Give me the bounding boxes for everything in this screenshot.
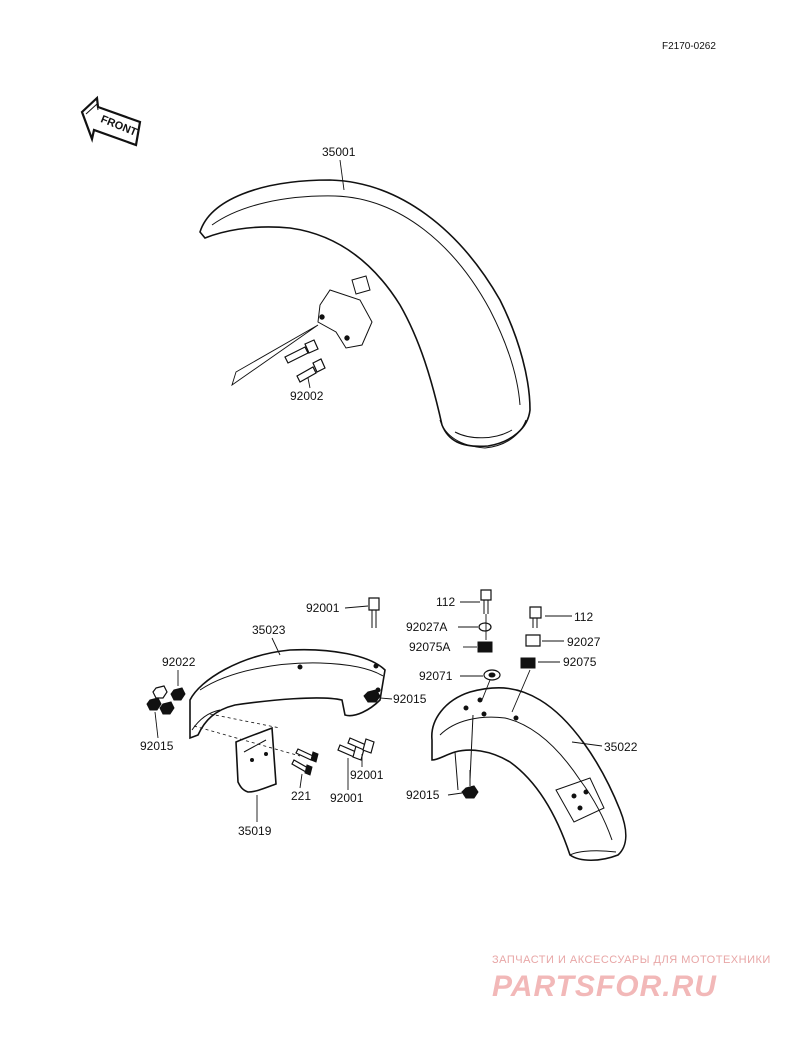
bolt-92001-lower xyxy=(337,737,375,761)
collar-92071 xyxy=(483,669,501,681)
watermark-tagline: ЗАПЧАСТИ И АКСЕССУАРЫ ДЛЯ МОТОТЕХНИКИ xyxy=(492,954,771,966)
screw-221 xyxy=(291,748,319,776)
washer-92027A-label: 92027A xyxy=(406,620,447,634)
washer-92027-label: 92027 xyxy=(567,635,601,649)
watermark-brand: PARTSFOR.RU xyxy=(492,970,717,1003)
rear-fender-front-section xyxy=(189,648,386,740)
bolt-112-right-label: 112 xyxy=(574,610,593,624)
nut-92022 xyxy=(170,687,186,701)
front-fender-label: 35001 xyxy=(322,145,356,159)
front-fender xyxy=(199,179,531,449)
washer-92027A xyxy=(478,622,492,632)
plate-35019-label: 35019 xyxy=(238,824,272,838)
diagram-code: F2170-0262 xyxy=(662,41,716,52)
washer-92027 xyxy=(525,634,541,647)
nut-92015-mid xyxy=(363,689,381,703)
collar-92071-label: 92071 xyxy=(419,669,453,683)
front-arrow-icon: FRONT xyxy=(80,95,142,147)
fender-bolt-92002 xyxy=(284,339,326,383)
damper-92075-label: 92075 xyxy=(563,655,597,669)
bolt-92001-top xyxy=(368,597,380,628)
bolt-112-right xyxy=(529,606,542,628)
bolt-92001-lower-a-label: 92001 xyxy=(350,768,384,782)
fender-bolt-92002-label: 92002 xyxy=(290,389,324,403)
watermark: ЗАПЧАСТИ И АКСЕССУАРЫ ДЛЯ МОТОТЕХНИКИ PA… xyxy=(492,954,771,1003)
nut-92015-bottom xyxy=(461,770,479,799)
rear-fender-rear-section xyxy=(431,687,627,862)
nut-92022-label: 92022 xyxy=(162,655,196,669)
rear-fender-rear-label: 35022 xyxy=(604,740,638,754)
screw-221-label: 221 xyxy=(291,789,311,803)
nut-92015-mid-label: 92015 xyxy=(393,692,427,706)
rear-fender-front-label: 35023 xyxy=(252,623,286,637)
damper-92075A xyxy=(477,641,493,653)
damper-92075A-label: 92075A xyxy=(409,640,450,654)
plate-35019 xyxy=(235,726,277,793)
nut-92015-left-label: 92015 xyxy=(140,739,174,753)
damper-92075 xyxy=(520,657,536,669)
bolt-112-left xyxy=(480,589,492,614)
bolt-112-left-label: 112 xyxy=(436,595,455,609)
bolt-92001-top-label: 92001 xyxy=(306,601,340,615)
bolt-92001-lower-b-label: 92001 xyxy=(330,791,364,805)
nut-92015-bottom-label: 92015 xyxy=(406,788,440,802)
nut-92015-left xyxy=(146,685,175,715)
